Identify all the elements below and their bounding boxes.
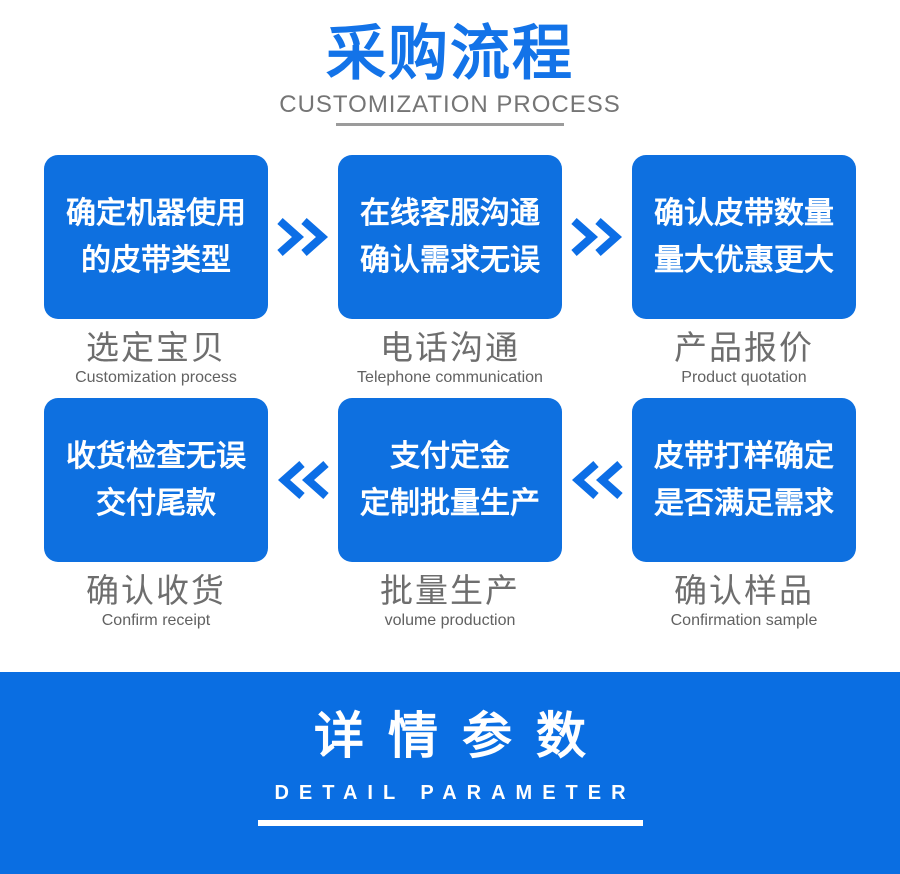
process-step-label-en: Telephone communication [357,369,543,386]
process-step-text-line2: 交付尾款 [96,487,216,520]
process-step-box: 皮带打样确定 是否满足需求 [632,398,856,562]
process-step-text-line2: 的皮带类型 [81,244,231,277]
process-row-backward: 收货检查无误 交付尾款 确认收货 Confirm receipt 支付定金 定制… [0,398,900,630]
process-step-label-cn: 电话沟通 [380,329,520,366]
page-subtitle: CUSTOMIZATION PROCESS [279,91,621,118]
process-step-label-en: Confirmation sample [670,612,818,629]
process-step-1: 确定机器使用 的皮带类型 选定宝贝 Customization process [44,155,268,387]
process-step-text-line1: 支付定金 [390,440,510,473]
double-chevron-left-icon [268,460,338,500]
process-step-3: 确认皮带数量 量大优惠更大 产品报价 Product quotation [632,155,856,387]
process-step-text-line1: 皮带打样确定 [654,440,834,473]
process-step-6: 收货检查无误 交付尾款 确认收货 Confirm receipt [44,398,268,630]
process-step-text-line2: 定制批量生产 [360,487,540,520]
process-step-label-en: Confirm receipt [101,612,211,629]
process-step-text-line1: 收货检查无误 [66,440,246,473]
process-step-text-line2: 量大优惠更大 [654,244,834,277]
process-step-label-en: volume production [384,612,516,629]
banner-underline [257,820,643,826]
banner-title: 详情参数 [314,708,610,764]
process-step-box: 确定机器使用 的皮带类型 [44,155,268,319]
process-step-5: 支付定金 定制批量生产 批量生产 volume production [338,398,562,630]
process-step-text-line2: 是否满足需求 [654,487,834,520]
process-step-label-cn: 产品报价 [674,329,814,366]
process-step-2: 在线客服沟通 确认需求无误 电话沟通 Telephone communicati… [338,155,562,387]
double-chevron-left-icon [562,460,632,500]
process-step-label-en: Product quotation [681,369,807,386]
process-step-label-cn: 批量生产 [380,572,520,609]
detail-parameter-banner: 详情参数 DETAIL PARAMETER [0,672,900,874]
process-step-text-line2: 确认需求无误 [360,244,540,277]
process-step-text-line1: 在线客服沟通 [360,197,540,230]
process-step-label-cn: 选定宝贝 [86,329,226,366]
banner-subtitle: DETAIL PARAMETER [274,782,636,804]
process-step-box: 在线客服沟通 确认需求无误 [338,155,562,319]
process-step-text-line1: 确定机器使用 [66,197,246,230]
double-chevron-right-icon [268,217,338,257]
page-title: 采购流程 [326,20,574,87]
process-step-text-line1: 确认皮带数量 [654,197,834,230]
process-step-label-en: Customization process [75,369,237,386]
process-step-label-cn: 确认收货 [86,572,226,609]
process-step-box: 收货检查无误 交付尾款 [44,398,268,562]
process-step-box: 确认皮带数量 量大优惠更大 [632,155,856,319]
process-step-box: 支付定金 定制批量生产 [338,398,562,562]
double-chevron-right-icon [562,217,632,257]
subtitle-underline [336,123,564,126]
process-row-forward: 确定机器使用 的皮带类型 选定宝贝 Customization process … [0,155,900,387]
process-step-label-cn: 确认样品 [674,572,814,609]
purchase-process-header: 采购流程 CUSTOMIZATION PROCESS [0,0,900,126]
process-step-4: 皮带打样确定 是否满足需求 确认样品 Confirmation sample [632,398,856,630]
